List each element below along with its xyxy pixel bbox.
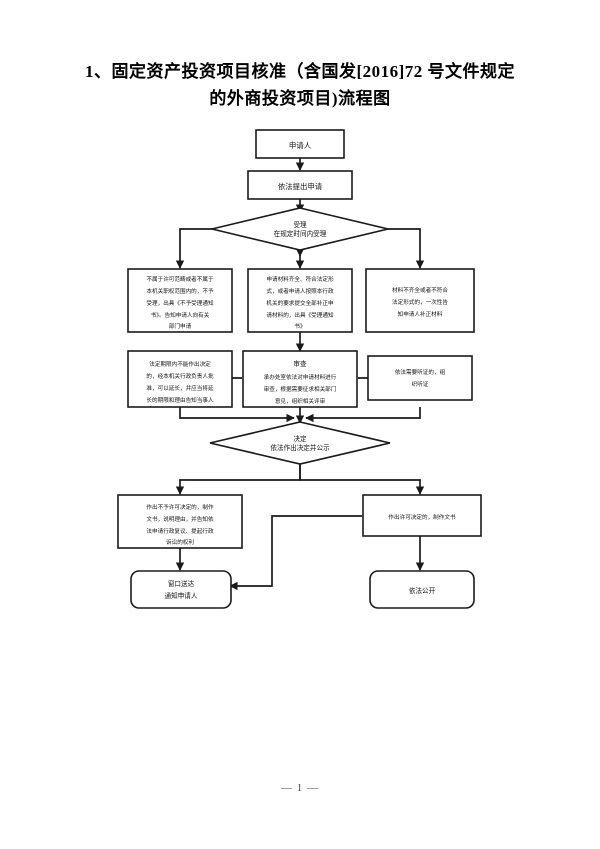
node-review-line-3: 意见，组织相关评审	[275, 397, 326, 405]
node-extend-line-0: 法定期限内不能作出决定	[149, 360, 211, 368]
node-hearing[interactable]: 依法需要听证的，组 织听证	[367, 355, 473, 401]
node-supplement-line-1: 法定形式的，一次性告	[392, 298, 448, 306]
page-title: 1、固定资产投资项目核准（含国发[2016]72 号文件规定 的外商投资项目)流…	[72, 58, 528, 112]
edge-decision-deny	[175, 460, 301, 495]
node-submit-line-0: 依法提出申请	[278, 182, 323, 191]
node-grant-line-0: 作出许可决定的，制作文书	[388, 513, 456, 521]
node-reject-line-1: 本机关职权范围内的，不予	[146, 287, 214, 295]
node-hearing-line-0: 依法需要听证的，组	[395, 368, 446, 376]
node-notice-line-1: 式，或者申请人按照本行政	[266, 287, 334, 295]
node-accept-line-0: 受理	[293, 220, 307, 229]
node-reject-line-4: 部门申请	[169, 322, 192, 330]
node-review[interactable]: 审查 承办处室依法对申请材料进行 审查，根据需要征求相关部门 意见，组织相关评审	[242, 350, 358, 408]
node-applicant[interactable]: 申请人	[255, 129, 345, 159]
node-extend-line-1: 的，经本机关行政负责人批	[146, 372, 214, 380]
node-accept-line-1: 在规定时间内受理	[274, 229, 327, 238]
node-extend-line-2: 准，可以延长，并应当将延	[146, 384, 214, 392]
node-extend-line-3: 长的期限和理由告知当事人	[146, 396, 214, 404]
node-supplement-line-0: 材料不齐全或者不符合	[392, 286, 448, 294]
node-notice-line-2: 机关的要求提交全部补正申	[266, 299, 333, 307]
page-footer: — 1 —	[281, 782, 319, 794]
node-deny-line-2: 法申请行政复议、提起行政	[146, 527, 214, 535]
node-notice-line-3: 请材料的，出具《受理通知	[266, 311, 334, 319]
node-reject-line-0: 不属于许可范畴或者不属于	[146, 275, 214, 283]
node-notice-line-0: 申请材料齐全、符合法定形	[266, 275, 334, 283]
node-decision-line-0: 决定	[293, 434, 307, 443]
node-grant-permit[interactable]: 作出许可决定的，制作文书	[362, 494, 482, 537]
node-supplement-materials[interactable]: 材料不齐全或者不符合 法定形式的，一次性告 知申请人补正材料	[365, 268, 475, 333]
node-deny-line-0: 作出不予许可决定的，制作	[146, 503, 214, 511]
node-supplement-line-2: 知申请人补正材料	[398, 310, 443, 318]
node-reject-line-3: 书》。告知申请人向有关	[151, 311, 210, 319]
node-review-line-2: 审查，根据需要征求相关部门	[264, 385, 337, 393]
node-applicant-line-0: 申请人	[289, 141, 312, 150]
node-submit-application[interactable]: 依法提出申请	[247, 170, 353, 200]
node-extend-time-limit[interactable]: 法定期限内不能作出决定 的，经本机关行政负责人批 准，可以延长，并应当将延 长的…	[127, 350, 233, 408]
edge-accept-reject	[175, 228, 235, 269]
edge-decision-grant	[299, 460, 425, 495]
page-title-line-2: 的外商投资项目)流程图	[209, 89, 391, 108]
node-review-line-0: 审查	[293, 359, 307, 368]
node-reject-line-2: 受理，出具《不予受理通知	[146, 299, 214, 307]
node-deny-line-1: 文书，说明理由，并告知依	[146, 515, 214, 523]
node-reject-out-of-scope[interactable]: 不属于许可范畴或者不属于 本机关职权范围内的，不予 受理，出具《不予受理通知 书…	[127, 268, 233, 333]
node-window-line-0: 窗口送达	[168, 579, 195, 588]
edge-hearing-decision	[305, 407, 421, 423]
flowchart-diagram: 申请人 依法提出申请 受理 在规定时间内受理 不属于许可范畴或者不属于 本机关职…	[117, 129, 482, 609]
node-deny-permit[interactable]: 作出不予许可决定的，制作 文书，说明理由，并告知依 法申请行政复议、提起行政 诉…	[117, 494, 243, 549]
node-publicize-line-0: 依法公开	[409, 586, 436, 595]
node-acceptance-notice[interactable]: 申请材料齐全、符合法定形 式，或者申请人按照本行政 机关的要求提交全部补正申 请…	[247, 268, 353, 333]
edge-accept-supplement	[365, 228, 425, 269]
node-deny-line-3: 诉讼的权利	[166, 538, 194, 546]
node-decision-line-1: 依法作出决定并公示	[270, 443, 330, 452]
node-publicize[interactable]: 依法公开	[369, 570, 475, 609]
node-window-line-1: 通知申请人	[165, 591, 198, 600]
page-title-line-1: 1、固定资产投资项目核准（含国发[2016]72 号文件规定	[84, 62, 516, 81]
node-window-delivery[interactable]: 窗口送达 通知申请人	[130, 570, 232, 609]
node-acceptance-decision[interactable]: 受理 在规定时间内受理	[211, 207, 389, 251]
edge-extend-decision	[179, 407, 295, 423]
node-notice-line-4: 书》	[294, 322, 305, 330]
node-review-line-1: 承办处室依法对申请材料进行	[264, 373, 337, 381]
node-final-decision[interactable]: 决定 依法作出决定并公示	[209, 421, 391, 465]
node-hearing-line-1: 织听证	[412, 380, 429, 388]
edge-grant-window	[229, 515, 362, 591]
